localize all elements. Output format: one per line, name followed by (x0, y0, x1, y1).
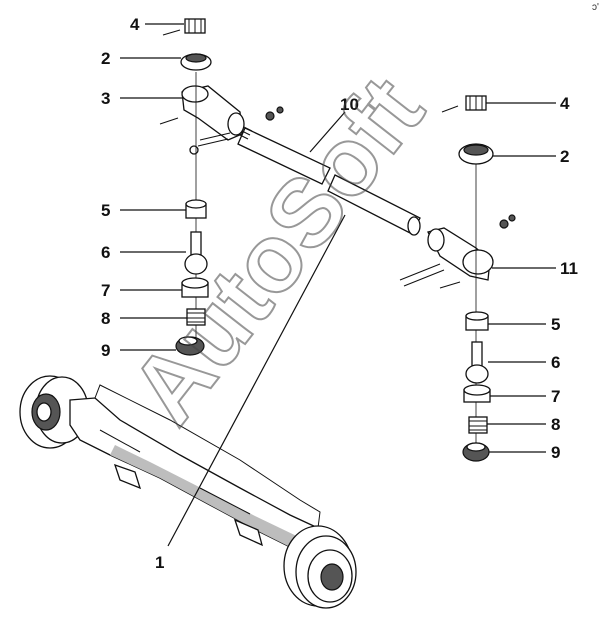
callout-8-left: 8 (101, 309, 110, 328)
callout-3: 3 (101, 89, 110, 108)
bushing-right (465, 311, 489, 331)
ball-seat-left (181, 277, 209, 298)
callout-5-right: 5 (551, 315, 560, 334)
callout-2-left: 2 (101, 49, 110, 68)
tie-rod-end-left (159, 85, 284, 155)
callout-10: 10 (340, 95, 359, 114)
leader-line-1 (167, 214, 346, 547)
callout-4-left: 4 (130, 15, 140, 34)
castle-nut-left (162, 18, 206, 36)
tie-rod-end-right (399, 214, 516, 289)
callout-5-left: 5 (101, 201, 110, 220)
front-axle-beam (19, 375, 357, 609)
callout-9-right: 9 (551, 443, 560, 462)
ball-pin-left (184, 231, 208, 275)
screw-plug-right (462, 442, 490, 462)
leader-line-10 (309, 111, 346, 153)
dust-seal-right (458, 143, 494, 165)
screw-plug-left (175, 336, 205, 356)
watermark-text: AutoSoft (110, 58, 444, 443)
ball-pin-right (465, 341, 489, 384)
ball-seat-right (463, 384, 491, 403)
callout-6-right: 6 (551, 353, 560, 372)
callout-9-left: 9 (101, 341, 110, 360)
castle-nut-right (441, 95, 487, 113)
callout-11: 11 (560, 259, 578, 278)
callout-7-left: 7 (101, 281, 110, 300)
spring-left (186, 308, 206, 326)
callout-7-right: 7 (551, 387, 560, 406)
tie-rod-tube (237, 125, 421, 236)
spring-right (468, 416, 488, 434)
callout-6-left: 6 (101, 243, 110, 262)
bushing-left (185, 199, 207, 219)
callout-1: 1 (155, 553, 164, 572)
callout-2-right: 2 (560, 147, 569, 166)
callout-8-right: 8 (551, 415, 560, 434)
dust-seal-left (180, 53, 212, 71)
corner-mark: ↄ' (592, 2, 599, 13)
callout-4-right: 4 (560, 94, 570, 113)
